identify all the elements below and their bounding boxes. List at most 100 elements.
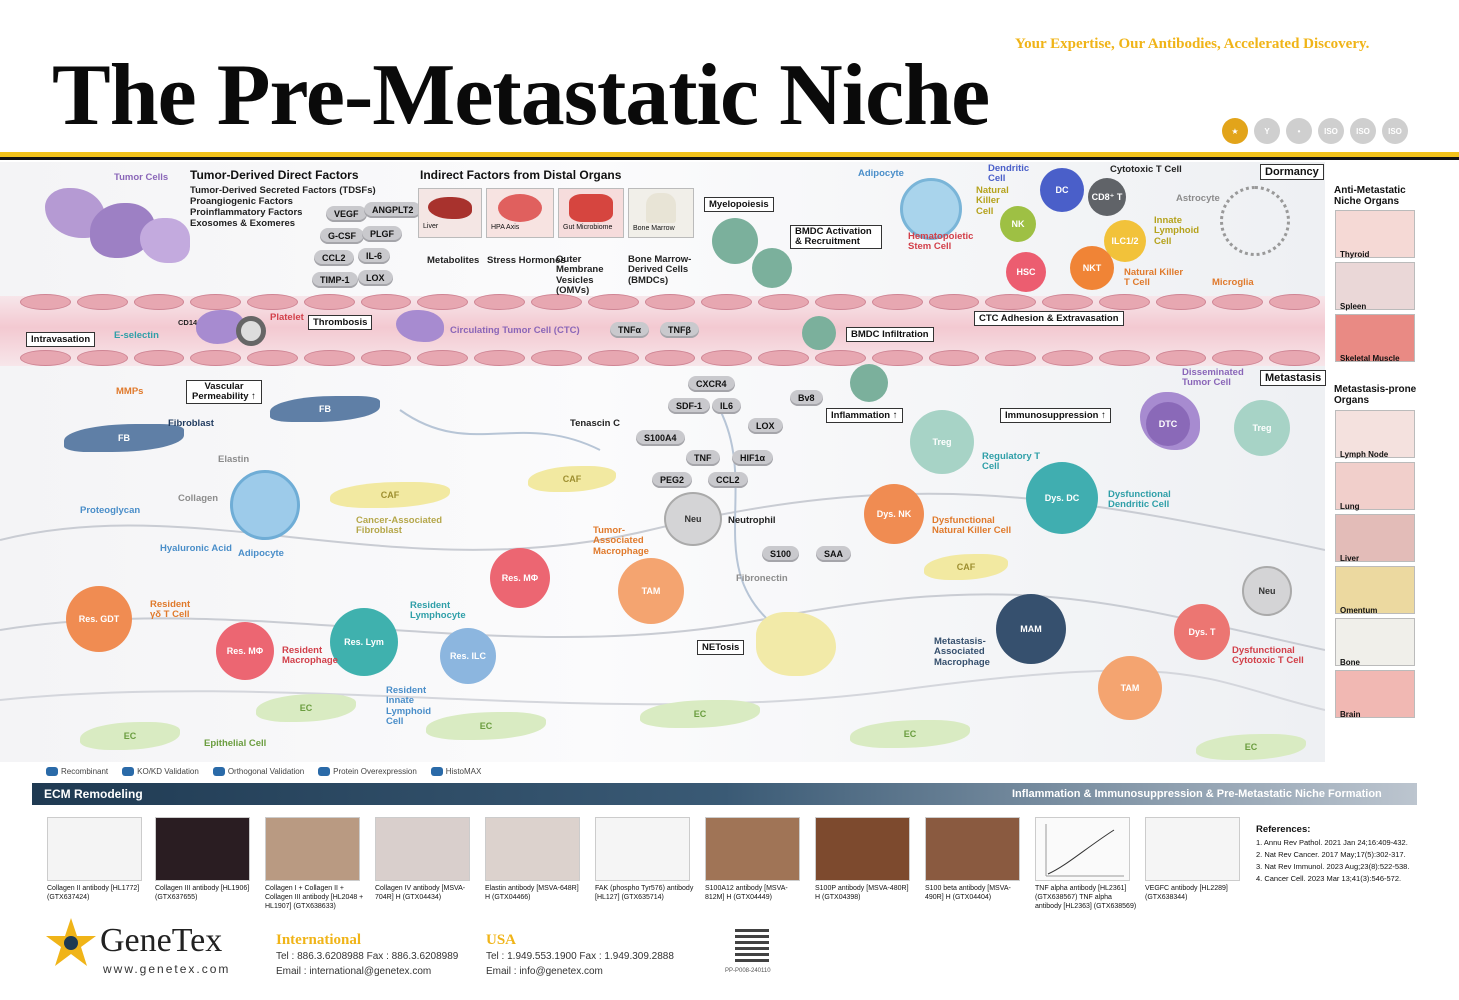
bmdc-infiltration-label: BMDC Infiltration [846,327,934,342]
ihc-thumb[interactable] [485,817,580,881]
western-blot-thumb[interactable] [1145,817,1240,881]
nk-label: Natural Killer Cell [976,185,1009,217]
endothelial-cell [20,350,71,366]
antibody-icon: Y [1254,118,1280,144]
reference-item: 1. Annu Rev Pathol. 2021 Jan 24;16:409-4… [1256,838,1408,848]
nkt-cell: NKT [1070,246,1114,290]
reference-item: 2. Nat Rev Cancer. 2017 May;17(5):302-31… [1256,850,1406,860]
genetex-logo-icon [46,918,96,966]
organ-label: Liver [423,223,439,230]
bmdc-cell [712,218,758,264]
ilc-label: Innate Lymphoid Cell [1154,215,1200,247]
res-gdt-cell: Res. GDT [66,586,132,652]
mmps-label: MMPs [116,386,144,397]
s100-pill: S100 [762,546,800,562]
s100a4-pill: S100A4 [636,430,685,446]
hif1a-pill: HIF1α [732,450,774,466]
overexpression-icon [318,767,331,777]
side-organ-label: Lymph Node [1340,450,1389,459]
lox-pill: LOX [748,418,783,434]
e-selectin-label: E-selectin [114,330,159,341]
ihc-thumb[interactable] [815,817,910,881]
factor-pill: PLGF [362,226,402,242]
dys-t-label: Dysfunctional Cytotoxic T Cell [1232,645,1304,667]
treg-label: Regulatory T Cell [982,451,1041,473]
immunofluorescence-thumb[interactable] [155,817,250,881]
bmdc-cell [850,364,888,402]
bone-marrow-panel: Bone Marrow [628,188,694,238]
fibronectin-label: Fibronectin [736,573,788,584]
side-organ-label: Bone [1340,658,1360,667]
lymph-panel [1335,410,1415,458]
res-ilc-label: Resident Innate Lymphoid Cell [386,685,432,728]
product-caption: S100 beta antibody [MSVA-490R] H (GTX044… [925,885,1011,901]
document-code: PP-P008-240110 [725,968,771,974]
endothelial-cell [133,294,185,310]
factor-pill: VEGF [326,206,367,222]
ecm-remodeling-label: ECM Remodeling [44,787,143,801]
intl-email[interactable]: Email : international@genetex.com [276,966,432,977]
references: References: 1. Annu Rev Pathol. 2021 Jan… [1256,822,1409,885]
organ-label: Gut Microbiome [563,224,613,231]
res-lym-label: Resident Lymphocyte [410,600,466,622]
dtc-cell: DTC [1146,402,1190,446]
recombinant-icon [46,767,58,777]
immunosuppression-label: Immunosuppression ↑ [1000,408,1111,423]
ctc-adhesion-label: CTC Adhesion & Extravasation [974,311,1124,326]
microglia-label: Microglia [1212,277,1254,288]
endothelial-cell [303,350,355,366]
endothelial-cell [928,350,980,366]
cxcr4-pill: CXCR4 [688,376,735,392]
tam-label: Tumor-Associated Macrophage [593,525,649,557]
cytotoxic-label: Cytotoxic T Cell [1110,164,1182,175]
western-blot-thumb[interactable] [595,817,690,881]
legend-item: Orthogonal Validation [212,767,304,777]
res-lym-cell: Res. Lym [330,608,398,676]
omentum-panel [1335,566,1415,614]
direct-factors-title: Tumor-Derived Direct Factors [190,168,359,182]
organ-label: HPA Axis [491,224,520,231]
ihc-thumb[interactable] [265,817,360,881]
endothelial-cell [531,294,582,310]
endothelial-cell [76,294,128,310]
endothelial-cell [1212,350,1264,366]
endothelial-cell [1269,294,1320,310]
elisa-curve [1045,824,1124,877]
dys-nk-cell: Dys. NK [864,484,924,544]
certification-badges: ★ Y • ISO ISO ISO [1222,118,1408,144]
iso-badge: ISO [1318,118,1344,144]
tumor-cells-cluster [40,178,200,268]
dys-nk-label: Dysfunctional Natural Killer Cell [932,515,1012,537]
product-caption: Elastin antibody [MSVA-648R] H (GTX04466… [485,885,579,901]
astrocyte-cell [1220,186,1290,256]
platelet-cell [236,316,266,346]
legend-label: KO/KD Validation [137,767,199,776]
usa-tel: Tel : 1.949.553.1900 Fax : 1.949.309.288… [486,951,674,962]
endothelial-cell [474,350,526,366]
endothelial-cell [985,294,1037,310]
endothelial-cell [1098,294,1150,310]
dys-dc-cell: Dys. DC [1026,462,1098,534]
endothelial-cell [644,294,696,310]
usa-email[interactable]: Email : info@genetex.com [486,966,603,977]
hpa-panel: HPA Axis [486,188,554,238]
fibroblast-label: Fibroblast [168,418,214,429]
endothelial-cell [928,294,980,310]
thrombosis-label: Thrombosis [308,315,373,330]
brand-url[interactable]: www.genetex.com [103,962,231,976]
section-bar [32,783,1417,805]
intl-tel: Tel : 886.3.6208988 Fax : 886.3.6208989 [276,951,459,962]
factor-pill: TIMP-1 [312,272,358,288]
qr-code-icon[interactable] [735,928,769,962]
spleen-panel [1335,262,1415,310]
elisa-curve-thumb[interactable] [1035,817,1130,881]
ihc-thumb[interactable] [375,817,470,881]
brain-icon [498,194,542,222]
organ-caption: Bone Marrow-Derived Cells (BMDCs) [628,254,692,286]
myelopoiesis-label: Myelopoiesis [704,197,774,212]
western-blot-thumb[interactable] [47,817,142,881]
ihc-thumb[interactable] [925,817,1020,881]
ihc-thumb[interactable] [705,817,800,881]
epithelial-label: Epithelial Cell [204,738,267,749]
dys-t-cell: Dys. T [1174,604,1230,660]
